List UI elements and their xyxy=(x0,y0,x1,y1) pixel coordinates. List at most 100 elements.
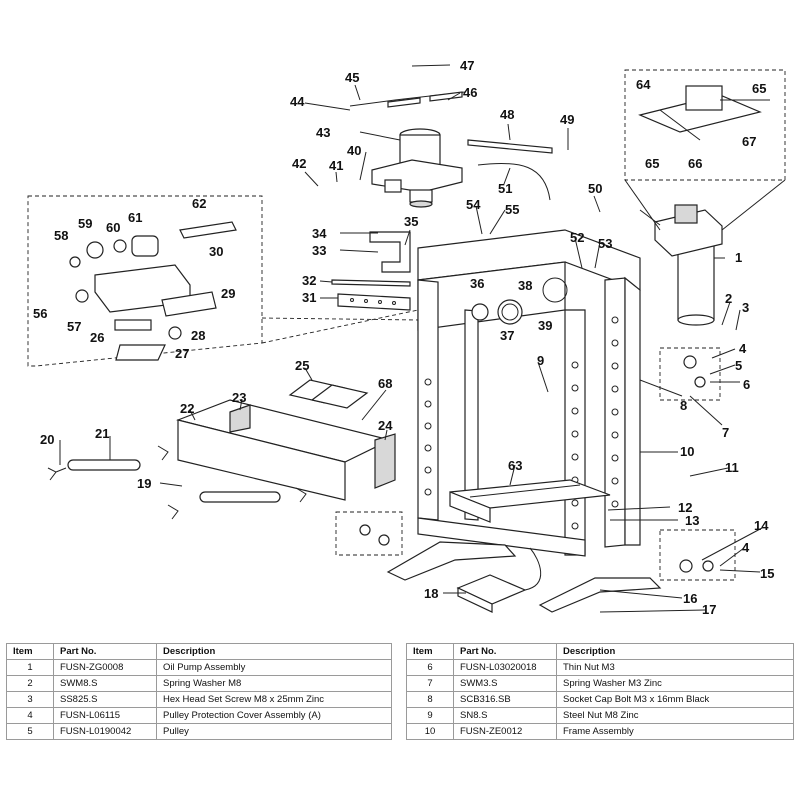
callout-35: 35 xyxy=(404,214,418,229)
callout-63: 63 xyxy=(508,458,522,473)
part-no-cell: SWM8.S xyxy=(53,675,157,692)
callout-30: 30 xyxy=(209,244,223,259)
callout-38: 38 xyxy=(518,278,532,293)
description-cell: Pulley xyxy=(156,723,392,740)
callout-66: 66 xyxy=(688,156,702,171)
callout-5: 5 xyxy=(735,358,742,373)
item-cell: 9 xyxy=(406,707,454,724)
callout-2: 2 xyxy=(725,291,732,306)
table-row: 4 FUSN-L06115 Pulley Protection Cover As… xyxy=(6,707,392,724)
callout-40: 40 xyxy=(347,143,361,158)
part-no-cell: FUSN-ZE0012 xyxy=(453,723,557,740)
callout-64: 64 xyxy=(636,77,651,92)
callout-19: 19 xyxy=(137,476,151,491)
hose-51 xyxy=(477,162,551,201)
callout-8: 8 xyxy=(680,398,687,413)
description-cell: Spring Washer M8 xyxy=(156,675,392,692)
callout-53: 53 xyxy=(598,236,612,251)
v-blocks-25 xyxy=(288,379,369,409)
leader-lines xyxy=(59,64,763,613)
callout-33: 33 xyxy=(312,243,326,258)
callout-13: 13 xyxy=(685,513,699,528)
column-header-description: Description xyxy=(156,643,392,660)
callout-6: 6 xyxy=(743,377,750,392)
description-cell: Pulley Protection Cover Assembly (A) xyxy=(156,707,392,724)
callout-31: 31 xyxy=(302,290,316,305)
callout-23: 23 xyxy=(232,390,246,405)
callout-10: 10 xyxy=(680,444,694,459)
description-cell: Spring Washer M3 Zinc xyxy=(556,675,794,692)
callout-65b: 65 xyxy=(645,156,659,171)
part-no-cell: SS825.S xyxy=(53,691,157,708)
oil-pump-assembly xyxy=(639,204,723,326)
callout-44: 44 xyxy=(290,94,305,109)
item-cell: 1 xyxy=(6,659,54,676)
item-cell: 5 xyxy=(6,723,54,740)
callout-27: 27 xyxy=(175,346,189,361)
table-row: 8 SCB316.SB Socket Cap Bolt M3 x 16mm Bl… xyxy=(406,691,794,708)
pulley-cover xyxy=(359,355,714,573)
item-cell: 6 xyxy=(406,659,454,676)
callout-9: 9 xyxy=(537,353,544,368)
item-cell: 10 xyxy=(406,723,454,740)
callout-20: 20 xyxy=(40,432,54,447)
foot-pump-18 xyxy=(456,547,542,613)
callout-3: 3 xyxy=(742,300,749,315)
item-cell: 2 xyxy=(6,675,54,692)
part-no-cell: SCB316.SB xyxy=(453,691,557,708)
hydraulic-cylinder xyxy=(349,91,466,208)
callout-43: 43 xyxy=(316,125,330,140)
table-row: 1 FUSN-ZG0008 Oil Pump Assembly xyxy=(6,659,392,676)
callout-47: 47 xyxy=(460,58,474,73)
callout-37: 37 xyxy=(500,328,514,343)
callout-49: 49 xyxy=(560,112,574,127)
callout-34: 34 xyxy=(312,226,327,241)
callout-1: 1 xyxy=(735,250,742,265)
callout-60: 60 xyxy=(106,220,120,235)
callout-39: 39 xyxy=(538,318,552,333)
rods-32-31 xyxy=(331,279,411,311)
callout-28: 28 xyxy=(191,328,205,343)
callout-50: 50 xyxy=(588,181,602,196)
pressure-gauge-37 xyxy=(471,299,523,325)
bed-plate-assembly xyxy=(47,399,396,520)
callout-16: 16 xyxy=(683,591,697,606)
description-cell: Oil Pump Assembly xyxy=(156,659,392,676)
frame-assembly xyxy=(386,229,662,613)
callout-36: 36 xyxy=(470,276,484,291)
callout-24: 24 xyxy=(378,418,393,433)
callout-41: 41 xyxy=(329,158,343,173)
column-header-part-no: Part No. xyxy=(453,643,557,660)
callout-25: 25 xyxy=(295,358,309,373)
column-header-item: Item xyxy=(6,643,54,660)
part-no-cell: FUSN-L03020018 xyxy=(453,659,557,676)
column-header-item: Item xyxy=(406,643,454,660)
callout-29: 29 xyxy=(221,286,235,301)
table-row: 3 SS825.S Hex Head Set Screw M8 x 25mm Z… xyxy=(6,691,392,708)
callout-26: 26 xyxy=(90,330,104,345)
item-cell: 7 xyxy=(406,675,454,692)
parts-table-left: Item Part No. Description 1 FUSN-ZG0008 … xyxy=(6,643,392,740)
table-row: 10 FUSN-ZE0012 Frame Assembly xyxy=(406,723,794,740)
exploded-parts-diagram: 1 2 3 4 5 6 7 8 9 10 11 12 13 14 15 16 1… xyxy=(27,58,786,617)
table-row: 2 SWM8.S Spring Washer M8 xyxy=(6,675,392,692)
callout-4: 4 xyxy=(739,341,747,356)
callout-48: 48 xyxy=(500,107,514,122)
callout-18: 18 xyxy=(424,586,438,601)
callout-7: 7 xyxy=(722,425,729,440)
callout-17: 17 xyxy=(702,602,716,617)
table-row: 7 SWM3.S Spring Washer M3 Zinc xyxy=(406,675,794,692)
callout-12: 12 xyxy=(678,500,692,515)
callout-54: 54 xyxy=(466,197,481,212)
callout-55: 55 xyxy=(505,202,519,217)
callout-57: 57 xyxy=(67,319,81,334)
callout-58: 58 xyxy=(54,228,68,243)
callout-11: 11 xyxy=(725,460,739,475)
callout-45: 45 xyxy=(345,70,359,85)
table-header-row: Item Part No. Description xyxy=(406,643,794,660)
part-no-cell: FUSN-ZG0008 xyxy=(53,659,157,676)
item-cell: 4 xyxy=(6,707,54,724)
callout-67: 67 xyxy=(742,134,756,149)
description-cell: Thin Nut M3 xyxy=(556,659,794,676)
callout-46: 46 xyxy=(463,85,477,100)
